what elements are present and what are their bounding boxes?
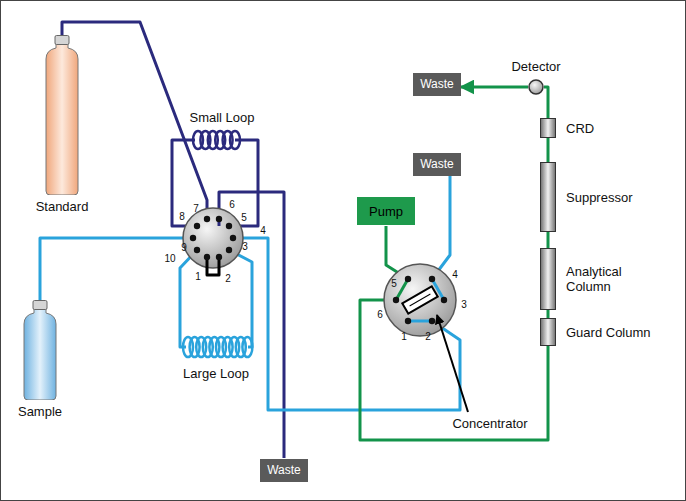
node-label: CRD <box>566 121 594 136</box>
flow-line <box>547 232 550 248</box>
sample-lines <box>40 176 460 410</box>
guard-column: Guard Column <box>540 318 651 346</box>
node-label: Suppressor <box>566 190 632 205</box>
pump-box: Pump <box>357 197 415 225</box>
bottle-cap <box>33 301 47 310</box>
port-number: 3 <box>242 241 248 252</box>
sample-bottle <box>20 300 60 400</box>
standard-bottle <box>42 35 82 195</box>
node-label: Standard <box>36 199 89 214</box>
bottle-body <box>24 308 56 400</box>
connectors <box>461 87 548 318</box>
node-label: Waste <box>420 77 454 92</box>
standard-bottle: Standard <box>36 35 89 214</box>
waste-box: Waste <box>413 153 461 176</box>
crd-body <box>540 118 556 138</box>
standard-line <box>62 22 207 219</box>
part-label: Concentrator <box>452 417 527 431</box>
label-wrap: CRD <box>566 121 594 136</box>
port-number: 5 <box>241 212 247 223</box>
node-label: Waste <box>267 463 301 478</box>
transfer-line <box>233 238 460 410</box>
eluent-lines <box>360 226 548 440</box>
part-label: Large Loop <box>183 367 249 381</box>
detector-circle <box>529 80 543 94</box>
bottle-cap <box>55 36 69 45</box>
coil-turn <box>242 337 252 357</box>
valve-channel <box>408 320 432 323</box>
concentrator-column <box>402 286 437 313</box>
flow-line <box>461 86 528 89</box>
port-link <box>207 257 219 275</box>
detector-cell <box>528 79 544 95</box>
small-loop-line <box>229 140 258 226</box>
large-loop-line <box>180 250 197 347</box>
node-label: Waste <box>420 157 454 172</box>
label-wrap: Guard Column <box>566 325 651 340</box>
sample-line <box>40 238 193 300</box>
detector: Detector <box>511 59 560 95</box>
valve-channel <box>396 279 408 300</box>
port-number: 5 <box>391 278 397 289</box>
node-label: Analytical Column <box>566 264 654 294</box>
standard-lines <box>62 22 284 458</box>
valve-channel <box>408 320 432 323</box>
bottle-body <box>46 43 78 195</box>
injection-valve <box>183 208 243 268</box>
port-number: 6 <box>377 309 383 320</box>
suppressor-body <box>540 162 556 232</box>
port-number: 8 <box>179 211 185 222</box>
node-label: Sample <box>18 404 62 419</box>
flow-line <box>547 138 550 162</box>
port-number: 6 <box>229 199 235 210</box>
node-label: Guard Column <box>566 325 651 340</box>
concentrator-valve <box>384 264 456 336</box>
analytical-column: Analytical Column <box>540 248 654 310</box>
node-label: Detector <box>511 59 560 74</box>
waste-box: Waste <box>413 73 461 96</box>
port-number: 1 <box>401 331 407 342</box>
large-loop-line <box>229 250 252 347</box>
port-number: 4 <box>452 269 458 280</box>
concentrator-column <box>410 294 431 306</box>
port-number: 9 <box>181 242 187 253</box>
suppressor: Suppressor <box>540 162 632 232</box>
port-number: 10 <box>164 253 175 264</box>
port-number: 2 <box>225 273 231 284</box>
analytical-column-body <box>540 248 556 310</box>
port-number: 7 <box>193 203 199 214</box>
port-number: 1 <box>195 271 201 282</box>
waste-box: Waste <box>260 459 308 482</box>
label-wrap: Analytical Column <box>566 264 654 294</box>
crd: CRD <box>540 118 594 138</box>
label-wrap: Suppressor <box>566 190 632 205</box>
loop-coils <box>183 131 252 357</box>
flow-line <box>544 87 548 118</box>
port-number: 2 <box>425 331 431 342</box>
guard-column-body <box>540 318 556 346</box>
part-label: Small Loop <box>189 111 254 125</box>
sample-bottle: Sample <box>18 300 62 419</box>
coil-turn <box>230 131 240 149</box>
valve-ports <box>190 216 447 324</box>
node-label: Pump <box>369 204 403 219</box>
waste-line <box>432 176 450 279</box>
port-number: 3 <box>461 299 467 310</box>
flow-line <box>547 310 550 318</box>
column-line <box>360 300 548 440</box>
leader-line <box>437 315 468 412</box>
port-number: 4 <box>260 225 266 236</box>
